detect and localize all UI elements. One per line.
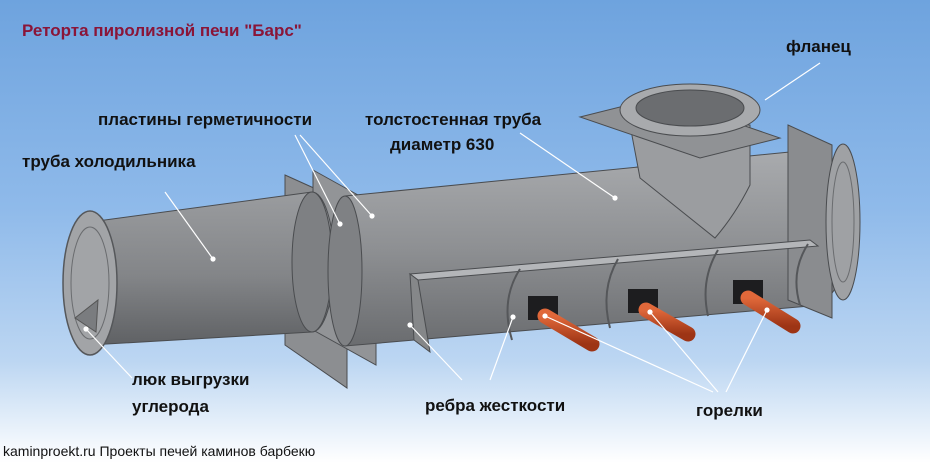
diagram-title: Реторта пиролизной печи "Барс" <box>22 21 302 40</box>
label-seal-plates: пластины герметичности <box>98 110 313 129</box>
label-thick-pipe-line2: диаметр 630 <box>390 135 495 154</box>
label-cooler-pipe: труба холодильника <box>22 152 196 171</box>
burners <box>528 280 801 352</box>
top-neck-flange <box>578 83 782 239</box>
label-hatch-line2: углерода <box>132 397 209 416</box>
leader-lines <box>83 62 821 393</box>
stiffening-ribs <box>408 239 820 354</box>
cooler-pipe <box>62 191 335 356</box>
label-ribs: ребра жесткости <box>425 396 566 415</box>
label-flange: фланец <box>786 37 851 56</box>
footer-credit: kaminproekt.ru Проекты печей каминов бар… <box>3 443 316 459</box>
label-thick-pipe-line1: толстостенная труба <box>365 110 542 129</box>
label-hatch-line1: люк выгрузки <box>132 370 250 389</box>
label-burners: горелки <box>696 401 763 420</box>
